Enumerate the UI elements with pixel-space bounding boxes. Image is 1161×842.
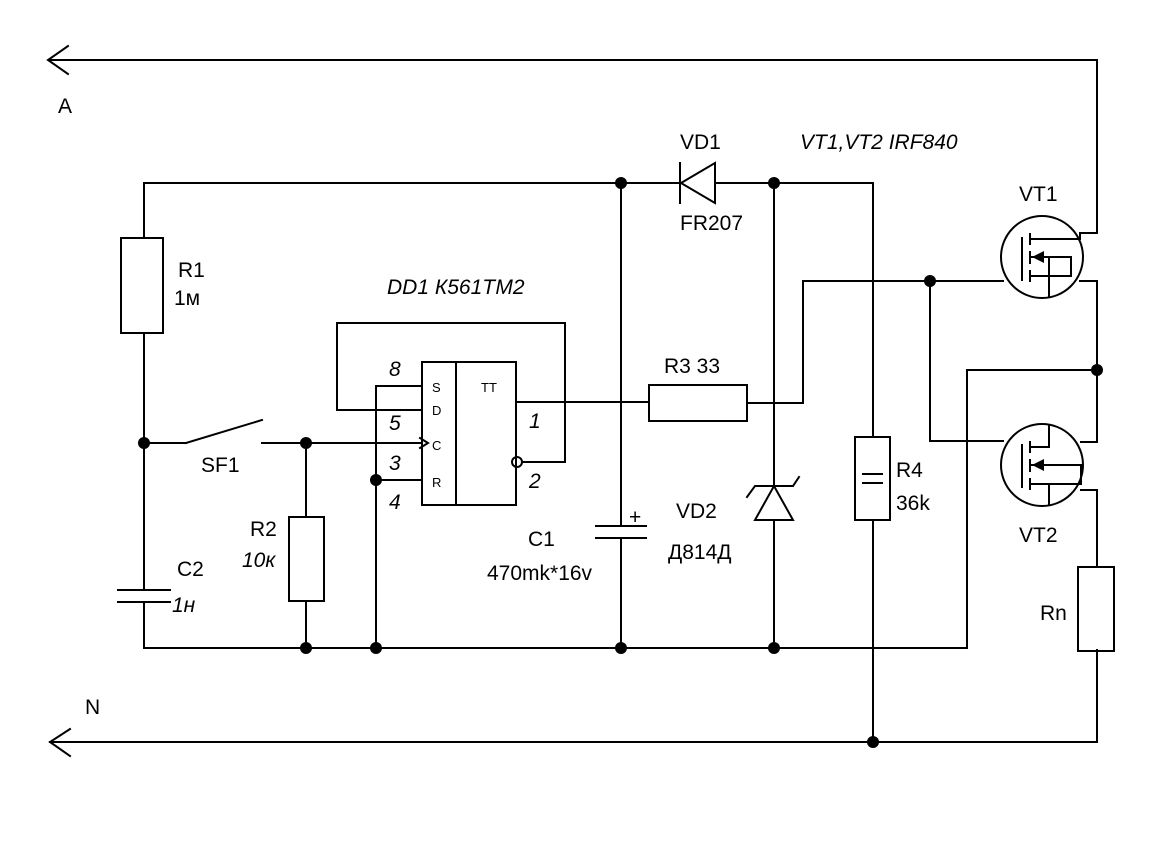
r4-ref-label: R4 [896,459,923,482]
chip-pin-r-label: R [432,475,441,490]
terminal-n-label: N [85,696,100,719]
r1-value-label: 1м [174,287,200,310]
r3-label: R3 33 [664,355,720,378]
terminal-a-wire [46,44,1098,234]
r4-value-label: 36k [896,492,930,515]
terminal-n-wire [48,649,1098,758]
r2-ref-label: R2 [250,518,277,541]
vt2-transistor [1000,423,1098,568]
chip-pin-c-label: C [432,438,441,453]
chip-pin1-number: 1 [529,410,541,433]
r2-value-label: 10к [242,549,276,572]
inverted-output-bubble [511,456,523,468]
junction-dots [138,177,1103,748]
r3-resistor [648,384,748,422]
chip-pin-s-label: S [432,380,441,395]
chip-pin8-number: 8 [389,358,401,381]
chip-pin2-number: 2 [528,470,541,493]
gate-drive-wire [746,280,1004,404]
c1-plus-sign: + [629,506,641,529]
vd2-ref-label: VD2 [676,500,717,523]
chip-type-label: TT [481,380,497,395]
c2-ref-label: C2 [177,558,204,581]
chip-pin3-number: 3 [389,452,401,475]
c1-ref-label: C1 [528,528,555,551]
sf1-blade [184,418,264,445]
chip-pin-d-label: D [432,403,441,418]
vd1-value-label: FR207 [680,212,743,235]
terminal-a-label: A [58,95,72,118]
r1-ref-label: R1 [178,259,205,282]
chip-pin5-number: 5 [389,412,401,435]
vd2-value-label: Д814Д [668,541,731,564]
c1-value-label: 470mk*16v [487,562,593,585]
feedback-loop-wire [336,322,566,463]
vd1-diode [679,161,716,205]
r4-resistor [854,436,891,521]
vd1-ref-label: VD1 [680,131,721,154]
chip-pin4-number: 4 [389,491,401,514]
gate2-wire [929,280,1004,442]
vt1-label: VT1 [1019,183,1058,206]
bottom-rail [143,369,1098,649]
c2-value-label: 1н [172,594,196,617]
transistor-type-title: VT1,VT2 IRF840 [800,131,958,154]
chip-body [421,361,517,506]
vt1-transistor [1000,215,1098,443]
r2-resistor [288,516,325,602]
sf1-label: SF1 [201,454,240,477]
vt2-label: VT2 [1019,524,1058,547]
rn-label: Rn [1040,602,1067,625]
r1-resistor [120,237,164,334]
chip-name-label: DD1 К561ТМ2 [387,276,525,299]
rn-resistor [1077,566,1115,652]
